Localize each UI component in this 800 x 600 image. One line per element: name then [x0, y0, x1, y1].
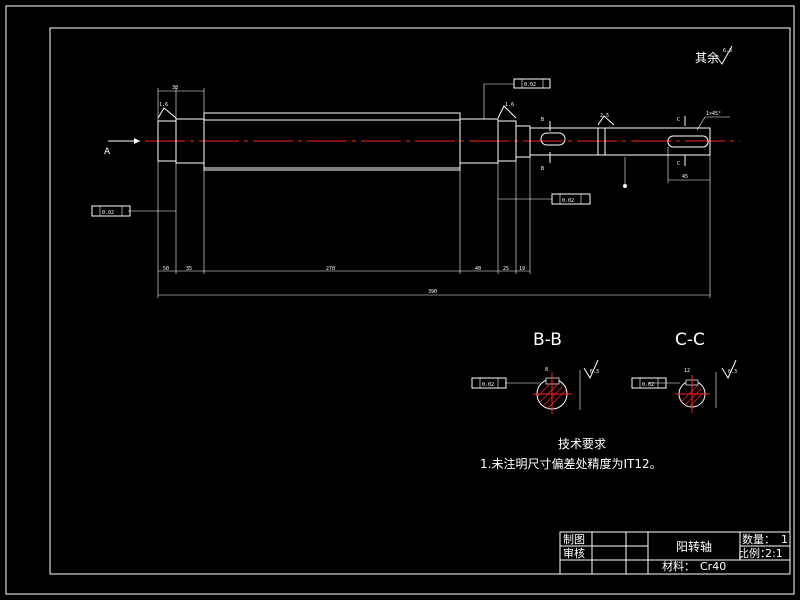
svg-text:6.3: 6.3 [723, 48, 732, 54]
svg-text:0.02: 0.02 [102, 210, 114, 216]
material-label: 材料： [662, 559, 695, 573]
svg-text:A: A [104, 147, 111, 157]
tolerance-frame-right: 0.02 [498, 193, 591, 205]
svg-text:B: B [541, 117, 544, 123]
quantity-label: 数量： [742, 533, 775, 546]
svg-text:8: 8 [545, 367, 548, 373]
dimension-right-key: 45 1×45° [667, 111, 730, 183]
scale-label: 比例： [738, 546, 771, 560]
svg-text:25: 25 [503, 266, 509, 272]
svg-text:C: C [677, 161, 680, 167]
drawn-by-label: 制图 [563, 533, 585, 546]
checked-by-label: 审核 [563, 546, 585, 560]
svg-text:35: 35 [186, 266, 192, 272]
section-b-cut: B B [541, 117, 551, 172]
section-c-title: C-C [675, 330, 705, 350]
svg-text:1.6: 1.6 [505, 102, 514, 108]
extension-lines [157, 88, 711, 298]
svg-text:390: 390 [428, 289, 437, 295]
tech-req-item-1: 1.未注明尺寸偏差处精度为IT12。 [480, 456, 662, 471]
svg-text:1.6: 1.6 [159, 102, 168, 108]
svg-text:38: 38 [172, 85, 178, 91]
svg-text:6.3: 6.3 [590, 369, 599, 375]
svg-text:50: 50 [163, 266, 169, 272]
svg-text:19: 19 [519, 266, 525, 272]
svg-text:6.3: 6.3 [728, 369, 737, 375]
quantity-value: 1 [781, 533, 788, 546]
scale-value: 2:1 [765, 547, 783, 560]
leader-dot [623, 184, 627, 188]
outer-border [5, 5, 795, 595]
section-b-view: 0.02 8 6.3 [471, 359, 599, 414]
tolerance-frame-left: 0.02 [91, 205, 176, 217]
svg-text:0.02: 0.02 [482, 382, 494, 388]
dimension-chain-bottom: 50 35 270 40 25 19 [158, 266, 530, 272]
roughness-right: 1.6 2.5 [497, 102, 615, 126]
svg-text:45: 45 [682, 174, 688, 180]
svg-text:2.5: 2.5 [600, 113, 609, 119]
svg-text:270: 270 [326, 266, 335, 272]
view-a-marker: A [104, 138, 140, 157]
roughness-symbol-note: 6.3 [715, 45, 733, 65]
part-name: 阳转轴 [676, 539, 712, 554]
svg-text:B: B [541, 166, 544, 172]
svg-text:0.02: 0.02 [562, 198, 574, 204]
section-b-title: B-B [533, 330, 562, 350]
roughness-note: 其余 [695, 50, 719, 65]
material-value: Cr40 [700, 560, 726, 573]
tech-req-heading: 技术要求 [558, 437, 606, 451]
roughness-left: 1.6 [157, 102, 177, 119]
dimension-overall: 390 [158, 289, 710, 296]
tolerance-frame-top: 0.02 [483, 78, 551, 119]
svg-text:12: 12 [684, 368, 690, 374]
svg-text:0.02: 0.02 [642, 382, 654, 388]
title-block [559, 531, 791, 575]
svg-text:40: 40 [475, 266, 481, 272]
section-c-cut: C C [677, 116, 686, 167]
svg-text:1×45°: 1×45° [706, 111, 721, 117]
shaft-outline [157, 112, 711, 171]
svg-text:0.02: 0.02 [524, 82, 536, 88]
svg-text:C: C [677, 117, 680, 123]
dimension-top-left: 38 [158, 85, 205, 113]
section-c-view: 0.02 12 6.3 [631, 359, 737, 413]
inner-border [49, 27, 791, 575]
